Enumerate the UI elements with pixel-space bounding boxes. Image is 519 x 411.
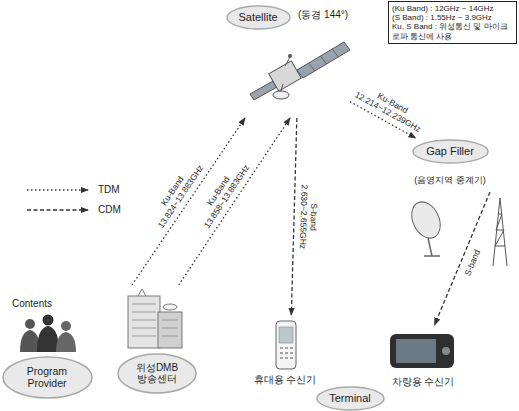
band-label: Ku-Band 12.214~12.239GHz — [348, 79, 431, 137]
car-receiver-knob — [442, 347, 450, 355]
node-label: 휴대용 수신기 — [254, 374, 317, 386]
line-legend: TDM CDM — [26, 180, 121, 220]
caption-holder: 휴대용 수신기 — [253, 368, 317, 393]
legend-sample — [26, 185, 92, 195]
ellipse-fill — [3, 357, 92, 398]
sub-label-holder: (음영지역 중계기) — [414, 175, 486, 185]
receive-dish — [406, 197, 446, 242]
car-receiver-node: 차량용 수신기 — [382, 325, 465, 390]
ellipse-shape: Satellite — [226, 5, 291, 30]
car-receiver-screen — [396, 339, 436, 363]
roof-dish — [163, 304, 177, 310]
roof-mast — [138, 289, 146, 296]
panel-grid — [309, 49, 339, 71]
satellite-antenna — [285, 57, 290, 66]
solar-panel — [297, 42, 350, 78]
dish-arm — [281, 84, 283, 91]
link-label-holder: S-band 2.630~2.655GHz — [297, 175, 319, 260]
node-label: 차량용 수신기 — [392, 376, 455, 388]
people-icon — [20, 315, 76, 353]
contents-label: Contents — [12, 298, 52, 310]
phone-keypad — [280, 348, 293, 358]
ellipse-shape: Program Provider — [2, 356, 93, 399]
solar-panel — [250, 81, 277, 100]
ellipse-shape: 위성DMB 방송센터 — [117, 353, 197, 394]
caption-holder: 차량용 수신기 — [390, 375, 457, 389]
person-body — [56, 332, 76, 352]
node-label: Program Provider — [18, 365, 76, 389]
node-sub-label: (음영지역 중계기) — [414, 175, 486, 185]
note-box: (Ku Band) : 12GHz ~ 14GHz(S Band) : 1.55… — [388, 1, 517, 44]
person-body — [37, 326, 59, 352]
building-windows — [132, 304, 178, 336]
car-receiver-icon — [390, 334, 454, 368]
note-text: (S Band) : 1.55Hz ~ 3.9GHz — [392, 13, 513, 22]
car-receiver-body — [390, 334, 454, 368]
link-label-holder: S-band — [462, 245, 485, 282]
dish-stand — [424, 238, 440, 256]
person-head — [25, 319, 35, 329]
handheld-receiver-node: 휴대용 수신기 — [255, 315, 315, 390]
phone-screen — [279, 327, 293, 343]
label-holder: (동경 144°) — [298, 9, 348, 21]
legend-line — [27, 209, 88, 210]
signal-link — [291, 118, 297, 315]
gap-filler-antennas — [406, 197, 507, 266]
longitude-note: (동경 144°) — [298, 9, 348, 21]
handheld-receiver-icon — [276, 321, 296, 369]
person-head — [61, 321, 71, 331]
note-text: (Ku Band) : 12GHz ~ 14GHz — [392, 4, 513, 13]
legend-row: TDM — [26, 180, 121, 200]
band-label: S-band 2.630~2.655GHz — [297, 175, 319, 260]
relay-tower — [493, 198, 507, 266]
node-label: Terminal — [329, 392, 371, 405]
antenna-tip — [288, 54, 292, 58]
ellipse-shape: Terminal — [316, 386, 385, 411]
satellite-illustration — [250, 42, 350, 100]
legend-row: CDM — [26, 200, 121, 220]
node-label: Gap Filler — [426, 145, 474, 158]
ellipse-fill — [413, 140, 488, 163]
note-text: Ku, S Band : 위성통신 및 마이크로파 통신에 사용 — [392, 22, 513, 40]
label-holder: Contents — [12, 298, 52, 310]
person-body — [20, 330, 40, 352]
terminal-node: Terminal — [300, 386, 400, 410]
band-label: S-band — [462, 245, 485, 282]
ellipse-fill — [227, 6, 290, 29]
legend-line — [27, 189, 88, 190]
building-wing — [158, 312, 182, 348]
ellipse-shape: Gap Filler — [412, 139, 489, 164]
legend-sample — [26, 205, 92, 215]
ellipse-fill — [317, 387, 384, 410]
link-label-holder: Ku-Band 12.214~12.239GHz — [348, 79, 431, 137]
broadcast-center-node: 위성DMB 방송센터 — [115, 285, 200, 395]
person-head — [43, 315, 54, 326]
satellite-node: Satellite — [200, 3, 350, 118]
legend-text: TDM — [98, 184, 120, 196]
provider-node: Program Provider — [2, 352, 92, 402]
legend-text: CDM — [98, 204, 121, 216]
signal-link — [179, 118, 290, 285]
satellite-dish — [273, 91, 289, 99]
node-label: Satellite — [238, 11, 277, 24]
phone-body — [276, 321, 296, 369]
node-label: 위성DMB 방송센터 — [132, 362, 182, 385]
broadcast-building — [128, 289, 182, 348]
ellipse-fill — [118, 354, 196, 393]
gap-filler-node: Gap Filler (음영지역 중계기) — [405, 138, 505, 192]
signal-link — [435, 192, 490, 325]
